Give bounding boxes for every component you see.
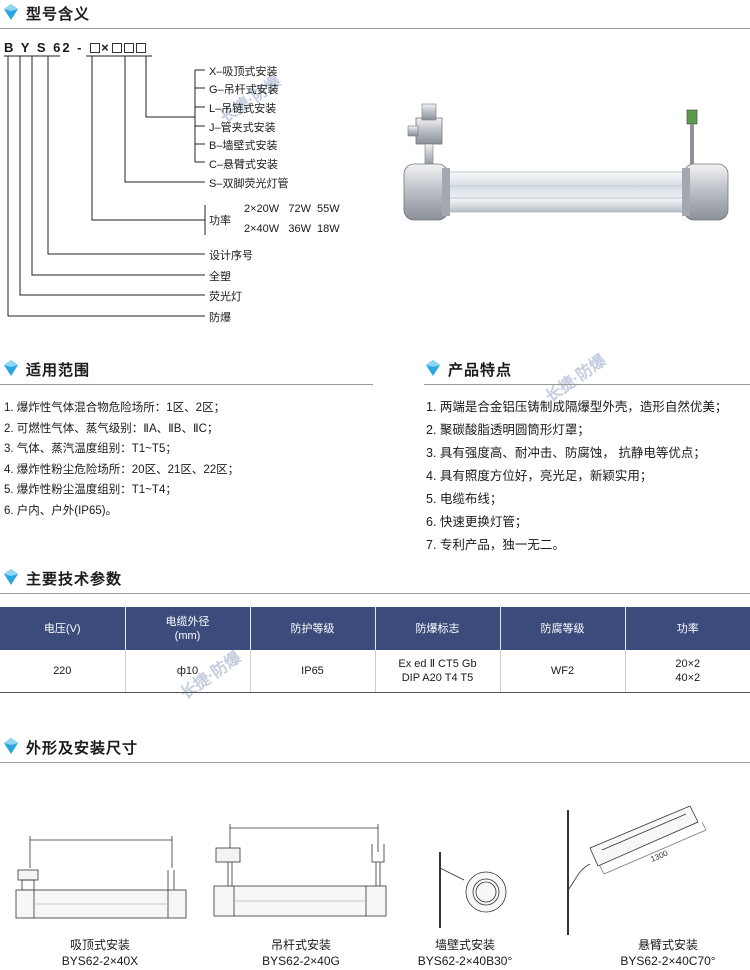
list-item: 2. 可燃性气体、蒸气级别：ⅡA、ⅡB、ⅡC；	[4, 422, 219, 435]
model-code-sep: ×	[101, 40, 111, 55]
cell-voltage: 220	[0, 650, 126, 693]
install-c-label: C–悬臂式安装	[209, 159, 279, 171]
cell-cable: ф10	[125, 650, 251, 693]
cantilever-drawing: 1300	[567, 805, 707, 935]
header-power: 功率	[625, 607, 750, 650]
caption-model: BYS62-2×40B30°	[417, 954, 513, 968]
table-row: 220 ф10 IP65 Ex ed Ⅱ CT5 Gb DIP A20 T4 T…	[0, 650, 750, 693]
caption-model: BYS62-2×40G	[262, 954, 340, 968]
explosion-proof-label: 防爆	[209, 312, 231, 324]
ceiling-mount-drawing	[15, 836, 187, 919]
scope-list: 1. 爆炸性气体混合物危险场所：1区、2区； 2. 可燃性气体、蒸气级别：ⅡA、…	[4, 398, 239, 521]
figure-caption-wall: 墙壁式安装 BYS62-2×40B30°	[405, 937, 525, 969]
list-item: 7. 专利产品，独一无二。	[426, 538, 565, 552]
header-protection: 防护等级	[250, 607, 376, 650]
divider	[0, 384, 373, 385]
power-row-2: 2×40W 36W 18W	[244, 223, 340, 235]
install-x-label: X–吸顶式安装	[209, 66, 278, 78]
diamond-icon	[426, 360, 440, 376]
features-list: 1. 两端是合金铝压铸制成隔爆型外壳，造形自然优美； 2. 聚碳酸脂透明圆筒形灯…	[426, 396, 750, 557]
wall-mount-drawing	[439, 852, 507, 928]
table-header-row: 电压(V) 电缆外径 (mm) 防护等级 防爆标志 防腐等级 功率	[0, 607, 750, 650]
list-item: 1. 两端是合金铝压铸制成隔爆型外壳，造形自然优美；	[426, 400, 728, 414]
diamond-icon	[4, 738, 18, 754]
list-item: 4. 具有照度方位好，亮光足，新颖实用；	[426, 469, 653, 483]
list-item: 5. 电缆布线；	[426, 492, 503, 506]
list-item: 3. 具有强度高、耐冲击、防腐蚀， 抗静电等优点；	[426, 446, 706, 460]
header-ex-mark: 防爆标志	[375, 607, 501, 650]
list-item: 5. 爆炸性粉尘温度组别：T1~T4；	[4, 484, 177, 496]
caption-model: BYS62-2×40X	[61, 954, 139, 968]
cell-protection: IP65	[250, 650, 376, 693]
install-b-label: B–墙壁式安装	[209, 140, 278, 152]
power-row-1: 2×20W 72W 55W	[244, 203, 340, 215]
dimension-1300-label: 1300	[649, 848, 669, 863]
diamond-icon	[4, 4, 18, 20]
model-code-bracket-lines	[4, 55, 206, 317]
power-title: 功率	[209, 215, 231, 227]
divider	[0, 593, 750, 594]
model-code: B Y S 62 - ×	[4, 40, 147, 55]
diamond-icon	[4, 569, 18, 585]
cell-ex-mark: Ex ed Ⅱ CT5 Gb DIP A20 T4 T5	[375, 650, 501, 693]
header-anticorrosion: 防腐等级	[500, 607, 626, 650]
caption-model: BYS62-2×40C70°	[620, 954, 716, 968]
divider	[424, 384, 750, 385]
list-item: 3. 气体、蒸汽温度组别：T1~T5；	[4, 443, 177, 455]
plastic-label: 全塑	[209, 271, 231, 283]
divider	[0, 762, 750, 763]
section-title-features: 产品特点	[448, 362, 513, 379]
section-title-dimensions: 外形及安装尺寸	[26, 740, 139, 757]
code-box	[111, 43, 122, 53]
caption-name: 墙壁式安装	[434, 938, 495, 952]
list-item: 6. 快速更换灯管；	[426, 515, 528, 529]
caption-name: 吊杆式安装	[270, 938, 331, 952]
section-title-scope: 适用范围	[26, 362, 91, 379]
list-item: 2. 聚碳酸脂透明圆筒形灯罩；	[426, 423, 590, 437]
install-g-label: G–吊杆式安装	[209, 84, 279, 96]
model-code-prefix: B Y S 62 -	[4, 40, 84, 55]
params-table: 电压(V) 电缆外径 (mm) 防护等级 防爆标志 防腐等级 功率 220 ф1…	[0, 607, 750, 693]
cell-power: 20×2 40×2	[625, 650, 750, 693]
header-cable: 电缆外径 (mm)	[125, 607, 251, 650]
install-j-label: J–管夹式安装	[209, 122, 276, 134]
figure-caption-pendant: 吊杆式安装 BYS62-2×40G	[236, 937, 366, 969]
section-title-params: 主要技术参数	[26, 571, 123, 588]
fluorescent-label: 荧光灯	[209, 291, 242, 303]
divider	[0, 28, 750, 29]
figure-caption-ceiling: 吸顶式安装 BYS62-2×40X	[35, 937, 165, 969]
install-l-label: L–吊链式安装	[209, 103, 277, 115]
pendant-rod-drawing	[213, 824, 387, 917]
code-box	[135, 43, 146, 53]
cell-anticorrosion: WF2	[500, 650, 626, 693]
header-voltage: 电压(V)	[0, 607, 126, 650]
code-box	[90, 43, 101, 53]
design-no-label: 设计序号	[209, 250, 253, 262]
code-box	[123, 43, 134, 53]
tube-type-label: S–双脚荧光灯管	[209, 178, 289, 190]
section-title-model: 型号含义	[26, 6, 91, 23]
product-image	[403, 103, 729, 221]
list-item: 1. 爆炸性气体混合物危险场所：1区、2区；	[4, 402, 226, 414]
caption-name: 悬臂式安装	[637, 938, 698, 952]
list-item: 4. 爆炸性粉尘危险场所：20区、21区、22区；	[4, 463, 240, 476]
caption-name: 吸顶式安装	[69, 938, 130, 952]
diamond-icon	[4, 360, 18, 376]
figure-caption-cantilever: 悬臂式安装 BYS62-2×40C70°	[603, 937, 733, 969]
list-item: 6. 户内、户外(IP65)。	[4, 504, 118, 517]
